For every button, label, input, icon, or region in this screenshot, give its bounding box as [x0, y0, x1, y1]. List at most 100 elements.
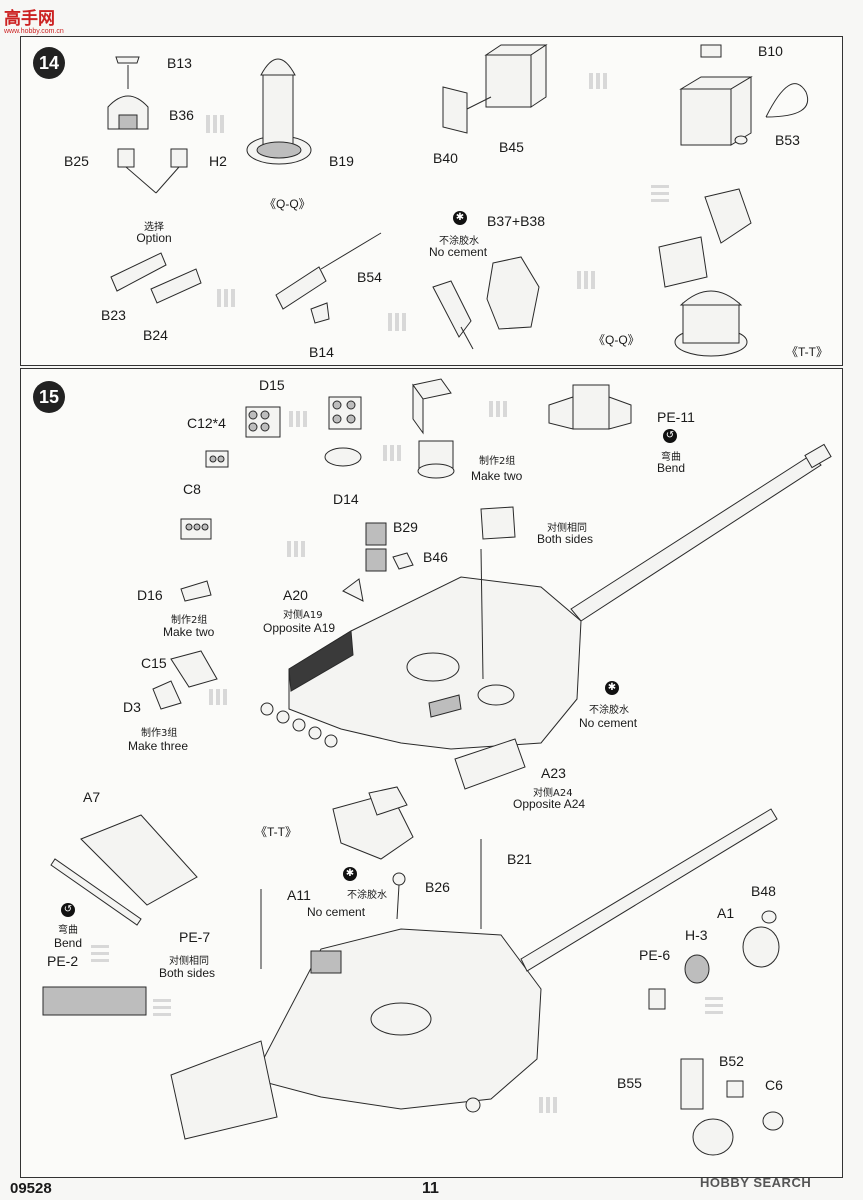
label-h2: H2	[209, 153, 227, 169]
turret-lower	[252, 928, 542, 1110]
hint-arrow	[489, 401, 507, 417]
label-bend2-en: Bend	[53, 936, 83, 950]
part-b55	[680, 1058, 704, 1110]
page-number: 11	[422, 1180, 439, 1197]
hint-arrow	[383, 445, 401, 461]
part-b24	[150, 268, 202, 304]
launcher-assembly	[417, 440, 455, 479]
label-c6: C6	[765, 1077, 783, 1093]
label-b46: B46	[423, 549, 448, 565]
part-pe2	[42, 986, 147, 1016]
label-oppa24-en: Opposite A24	[513, 797, 586, 811]
hint-arrow	[651, 185, 669, 202]
part-b10	[700, 44, 722, 58]
part-pe7	[50, 858, 142, 926]
part-h2	[170, 148, 188, 168]
part-b23	[110, 252, 167, 292]
label-bend2-cn: 弯曲	[58, 925, 78, 936]
label-nocement-en: No cement	[429, 245, 488, 259]
label-oppa19-en: Opposite A19	[263, 621, 336, 635]
label-oppa24-cn: 对侧A24	[533, 788, 573, 799]
part-a1	[742, 926, 780, 968]
label-oppa19-cn: 对侧A19	[283, 610, 323, 621]
sight-assembly	[692, 1118, 734, 1156]
label-b48: B48	[751, 883, 776, 899]
part-b13	[115, 56, 140, 64]
logo-mark: 高手网	[4, 9, 55, 29]
part-c15	[170, 650, 218, 688]
part-b46	[480, 548, 484, 680]
label-pe6: PE-6	[639, 947, 671, 963]
label-nocement2-cn: 不涂胶水	[589, 705, 629, 716]
part-d14	[324, 396, 362, 467]
step-number: 15	[33, 381, 65, 413]
label-pe11: PE-11	[657, 409, 695, 425]
gun-barrel-upper	[570, 443, 832, 622]
label-bothsides2-en: Both sides	[159, 966, 216, 980]
part-b52	[726, 1080, 744, 1098]
label-d15: D15	[259, 377, 285, 393]
hint-arrow	[209, 689, 227, 705]
label-b13: B13	[167, 55, 192, 71]
label-maketwo1-cn: 制作2组	[479, 456, 516, 467]
part-b37-b38	[486, 256, 540, 330]
label-a23: A23	[541, 765, 566, 781]
label-maketwo2-cn: 制作2组	[171, 615, 208, 626]
label-b14: B14	[309, 344, 334, 360]
part-d16	[180, 580, 212, 602]
part-pe6	[648, 988, 666, 1010]
part-b25	[117, 148, 135, 168]
part-c8	[180, 518, 212, 540]
part-a23	[454, 738, 526, 790]
rear-basket	[170, 1040, 278, 1140]
part-b40	[442, 86, 468, 134]
step-number: 14	[33, 47, 65, 79]
label-b10: B10	[758, 43, 783, 59]
part-b48	[761, 910, 777, 924]
label-b19: B19	[329, 153, 354, 169]
part-b53	[734, 135, 748, 145]
label-c12: C12*4	[187, 415, 226, 431]
part-b45	[485, 54, 532, 108]
label-bothsides2-cn: 对侧相同	[169, 956, 209, 967]
label-pe2: PE-2	[47, 953, 79, 969]
label-c15: C15	[141, 655, 167, 671]
part-b14	[310, 302, 330, 324]
label-qq-view-2: 《Q-Q》	[593, 333, 640, 347]
part-c6	[762, 1111, 784, 1131]
label-b25: B25	[64, 153, 89, 169]
label-makethree-cn: 制作3组	[141, 728, 178, 739]
label-makethree-en: Make three	[128, 739, 189, 753]
no-cement-icon: ✱	[453, 211, 467, 225]
label-b40: B40	[433, 150, 458, 166]
part-b29	[392, 552, 414, 570]
label-b37-b38: B37+B38	[487, 213, 545, 229]
label-c8: C8	[183, 481, 201, 497]
step-15-artwork	[42, 378, 832, 1156]
label-b55: B55	[617, 1075, 642, 1091]
part-pe11	[548, 396, 574, 430]
part-b36	[107, 95, 149, 130]
label-pe7: PE-7	[179, 929, 211, 945]
hint-arrow	[705, 997, 723, 1014]
part-d15	[245, 406, 281, 438]
part-a7	[80, 814, 198, 906]
hint-arrow	[388, 313, 406, 331]
no-cement-icon: ✱	[343, 867, 357, 881]
label-bothsides1-cn: 对侧相同	[547, 523, 587, 534]
hint-arrow	[206, 115, 224, 133]
bend-icon: ↺	[663, 429, 677, 443]
hint-arrow	[287, 541, 305, 557]
label-nocement-cn: 不涂胶水	[439, 236, 479, 247]
label-b24: B24	[143, 327, 168, 343]
label-tt-view: 《T-T》	[786, 345, 828, 359]
label-b29: B29	[393, 519, 418, 535]
part-b29-stack	[365, 522, 387, 546]
part-small-fitting	[465, 1097, 481, 1113]
label-b45: B45	[499, 139, 524, 155]
label-nocement3-en: No cement	[307, 905, 366, 919]
hint-arrow	[91, 945, 109, 962]
label-a11: A11	[287, 887, 311, 903]
watermark: HOBBY SEARCH	[700, 1175, 812, 1190]
label-h3: H-3	[685, 927, 708, 943]
